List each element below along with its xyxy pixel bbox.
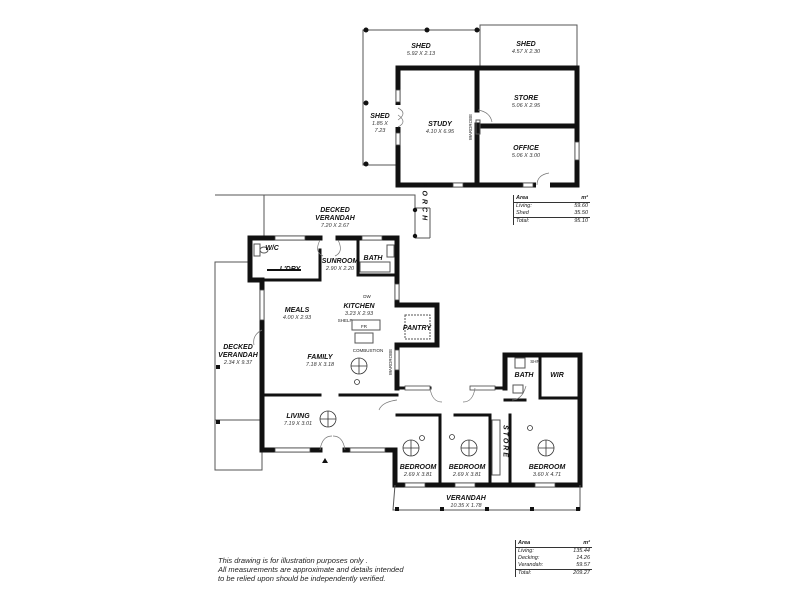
room-dims: 2.90 X 2.20: [325, 266, 355, 272]
room-label: W/C: [265, 245, 280, 252]
room-label: VERANDAH: [446, 495, 487, 502]
room-label: SHED: [516, 41, 535, 48]
area-table-house: Area m² Living: 135.44 Decking: 14.26 Veran…: [515, 540, 592, 577]
room-dims: 7.18 X 3.18: [306, 362, 335, 368]
room-label: LIVING: [286, 413, 310, 420]
house: [214, 194, 583, 511]
area-table-outbuilding: Area m² Living: 59.60 Shed 35.50 Total: 95.1…: [513, 195, 590, 225]
room-dims: 2.69 X 3.81: [452, 472, 481, 478]
room-label: BATH: [364, 255, 384, 262]
room-label: L'DRY: [280, 266, 302, 273]
room-dims: 1.85 X: [372, 121, 388, 127]
room-label: BEDROOM: [449, 464, 486, 471]
room-dims: 4.10 X 6.95: [426, 129, 455, 135]
total-label: Total:: [518, 570, 532, 576]
room-label: BEDROOM: [400, 464, 437, 471]
combustion-label: COMBUSTION: [353, 348, 384, 353]
room-label: KITCHEN: [343, 303, 375, 310]
area-value: 14.26: [576, 555, 590, 561]
room-label: DECKED: [223, 344, 253, 351]
room-dims: 4.57 X 2.30: [512, 49, 541, 55]
area-value: 59.60: [574, 203, 588, 209]
area-value: 59.57: [576, 562, 590, 568]
area-label: Verandah:: [518, 562, 544, 568]
room-label: STUDY: [428, 121, 453, 128]
area-value: 135.44: [573, 548, 590, 554]
wardrobe-label: WARDROBE: [468, 114, 473, 140]
shower-label: SHR: [530, 359, 540, 364]
room-dims: 2.34 X 9.37: [223, 360, 253, 366]
room-label: BATH: [515, 372, 535, 379]
room-dims: 10.35 X 1.78: [450, 503, 482, 509]
area-header: Area: [516, 195, 529, 201]
fridge-label: FR: [361, 324, 368, 329]
area-value: 35.50: [574, 210, 588, 216]
disclaimer-line: to be relied upon should be independentl…: [218, 574, 386, 583]
area-label: Decking:: [518, 555, 540, 561]
room-label: WIR: [550, 372, 564, 379]
room-dims: 3.23 X 2.93: [345, 311, 374, 317]
area-label: Living:: [518, 548, 534, 554]
total-value: 95.10: [574, 218, 588, 224]
wardrobe-label: WARDROBE: [388, 349, 393, 375]
room-label: MEALS: [285, 307, 310, 314]
room-dims: 7.23: [375, 128, 387, 134]
room-dims: 5.06 X 3.00: [512, 153, 541, 159]
room-dims: 2.69 X 3.81: [403, 472, 432, 478]
room-label: SHED: [370, 113, 389, 120]
room-label: FAMILY: [307, 354, 333, 361]
ceiling-fans: [319, 357, 555, 457]
room-label: OFFICE: [513, 145, 539, 152]
area-label: Living:: [516, 203, 532, 209]
room-label: STORE: [502, 425, 509, 459]
room-label: STORE: [514, 95, 538, 102]
total-value: 209.27: [573, 570, 590, 576]
unit-header: m²: [583, 540, 590, 546]
total-label: Total:: [516, 218, 530, 224]
disclaimer: This drawing is for illustration purpose…: [218, 556, 404, 583]
shelf-label: SHELF: [338, 318, 353, 323]
room-label: VERANDAH: [218, 352, 259, 359]
room-label: VERANDAH: [315, 215, 356, 222]
dw-label: DW: [363, 294, 371, 299]
room-dims: 4.00 X 2.93: [283, 315, 312, 321]
porch-label: PORCH: [421, 183, 428, 223]
room-label: SUNROOM: [322, 258, 359, 265]
room-label: DECKED: [320, 207, 350, 214]
unit-header: m²: [581, 195, 588, 201]
room-label: BEDROOM: [529, 464, 566, 471]
room-dims: 3.60 X 4.71: [533, 472, 561, 478]
room-label: SHED: [411, 43, 430, 50]
area-header: Area: [518, 540, 531, 546]
room-label: PANTRY: [403, 325, 432, 332]
room-dims: 7.20 X 2.67: [321, 223, 350, 229]
room-dims: 5.06 X 2.95: [512, 103, 541, 109]
disclaimer-line: This drawing is for illustration purpose…: [218, 556, 368, 565]
area-label: Shed: [516, 210, 529, 216]
outbuilding: [362, 24, 580, 189]
room-dims: 7.19 X 3.01: [284, 421, 312, 427]
disclaimer-line: All measurements are approximate and det…: [218, 565, 404, 574]
room-dims: 5.92 X 2.13: [407, 51, 436, 57]
